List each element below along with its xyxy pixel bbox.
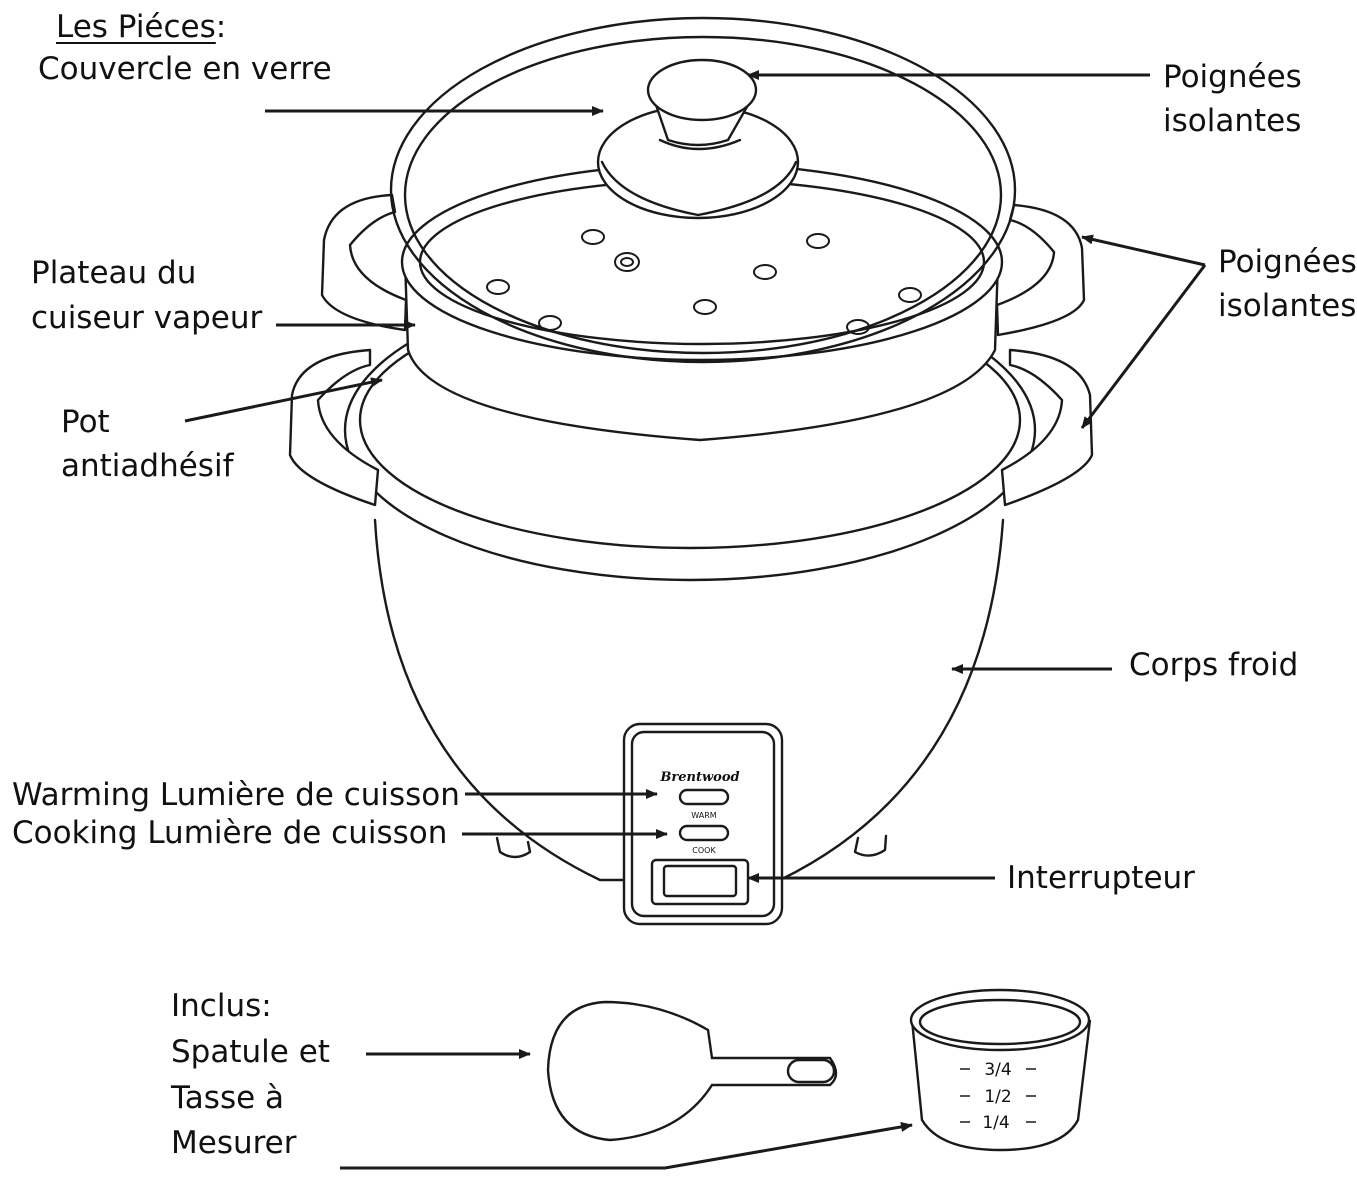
parts-heading-text: Les Piéces [56, 9, 216, 45]
arrows [184, 70, 1207, 1170]
cook-indicator-label: COOK [692, 846, 716, 855]
label-poignees-top-2: isolantes [1163, 103, 1302, 139]
rice-cooker [288, 16, 1094, 926]
arrow-pot [184, 377, 383, 423]
glass-lid-rim-inner [403, 35, 1003, 355]
label-poignees-top-1: Poignées [1163, 59, 1302, 95]
cook-light [678, 824, 730, 842]
label-inclus-1: Inclus: [171, 988, 272, 1024]
arrow-poignees-side-b [1080, 264, 1207, 429]
upper-handle-right [995, 203, 1086, 337]
lower-handle-left [288, 348, 380, 507]
cup-mark-3-4: 3/4 [984, 1060, 1011, 1080]
label-inclus-2: Spatule et [171, 1034, 330, 1070]
label-plateau-2: cuiseur vapeur [31, 300, 263, 336]
spatula [546, 1000, 838, 1142]
switch [662, 864, 738, 898]
steamer-holes [486, 229, 922, 335]
label-poignees-side-1: Poignées [1218, 244, 1357, 280]
label-corps: Corps froid [1129, 647, 1299, 683]
lower-handle-right [1000, 348, 1094, 507]
cooker-foot-left [495, 836, 532, 859]
warm-light [678, 788, 730, 806]
label-plateau-1: Plateau du [31, 255, 197, 291]
label-pot-1: Pot [61, 404, 110, 440]
cup-mark-1-4: 1/4 [982, 1113, 1009, 1133]
cup-mark-dashes [960, 1068, 1036, 1123]
label-pot-2: antiadhésif [61, 448, 234, 484]
label-inclus-4: Mesurer [171, 1125, 297, 1161]
brand-logo: Brentwood [659, 770, 739, 785]
label-inclus-3: Tasse à [171, 1080, 285, 1116]
parts-heading: Les Piéces: [56, 5, 226, 50]
label-cooking: Cooking Lumière de cuisson [12, 815, 448, 851]
label-warming: Warming Lumière de cuisson [12, 777, 460, 813]
label-couvercle: Couvercle en verre [38, 51, 332, 87]
arrow-poignees-side-a [1081, 234, 1206, 267]
warm-indicator-label: WARM [691, 811, 717, 820]
measuring-cup [909, 988, 1092, 1152]
label-poignees-side-2: isolantes [1218, 288, 1357, 324]
parts-heading-colon: : [215, 9, 227, 45]
glass-lid-rim [389, 16, 1017, 364]
arrow-tasse [340, 1121, 913, 1170]
label-interrupteur: Interrupteur [1007, 860, 1195, 896]
cup-mark-1-2: 1/2 [984, 1087, 1011, 1107]
control-panel [622, 722, 784, 926]
cooker-foot-right [853, 834, 888, 857]
